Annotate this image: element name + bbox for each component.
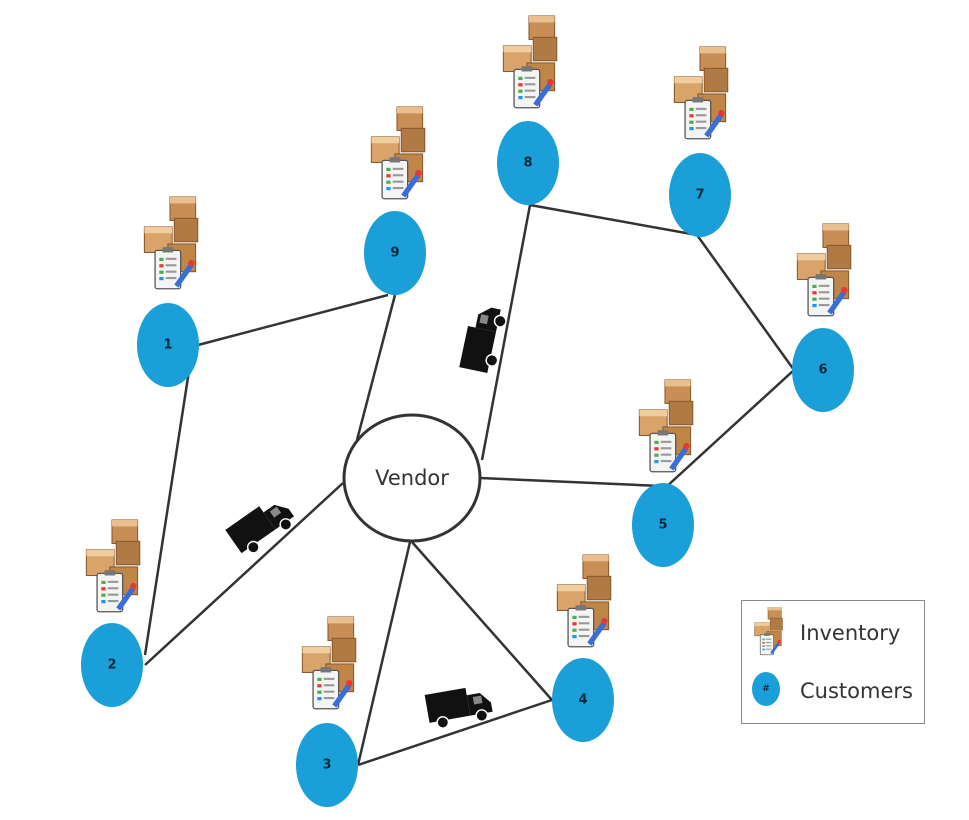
edge-2-vendor	[144, 482, 344, 666]
edge-vendor-4	[411, 541, 553, 701]
edge-1-2	[143, 344, 195, 656]
edge-7-6	[695, 234, 796, 371]
customer-label-1: 1	[163, 337, 173, 353]
legend-item-inventory: Inventory	[742, 607, 924, 657]
edge-8-7	[529, 203, 698, 237]
customer-node-2	[81, 623, 143, 707]
inventory-icon	[748, 607, 788, 657]
legend-customer-symbol: #	[762, 684, 770, 694]
customer-node-7	[669, 153, 731, 237]
customer-label-7: 7	[695, 187, 705, 203]
customer-node-8	[497, 121, 559, 205]
edge-vendor-3	[356, 541, 412, 766]
legend: Inventory # Customers	[741, 600, 925, 724]
edge-6-5	[664, 369, 795, 489]
legend-customers-label: Customers	[800, 679, 913, 703]
legend-item-customers: # Customers	[742, 665, 924, 715]
customer-label-3: 3	[322, 757, 332, 773]
edge-vendor-8	[480, 204, 532, 461]
edge-vendor-5	[479, 476, 661, 488]
customer-node-6	[792, 328, 854, 412]
customer-label-2: 2	[107, 657, 117, 673]
vendor-label: Vendor	[375, 466, 449, 490]
customer-label-5: 5	[658, 517, 668, 533]
edges	[143, 203, 796, 767]
customer-label-8: 8	[523, 155, 533, 171]
customer-node-3	[296, 723, 358, 807]
customer-node-5	[632, 483, 694, 567]
edge-1-9	[197, 293, 389, 347]
customer-node-1	[137, 303, 199, 387]
nodes	[81, 121, 854, 807]
customer-label-4: 4	[578, 692, 588, 708]
customer-node-4	[552, 658, 614, 742]
customer-node-9	[364, 211, 426, 295]
customer-label-9: 9	[390, 245, 400, 261]
customer-label-6: 6	[818, 362, 828, 378]
vendor-node	[342, 413, 482, 543]
edge-3-4	[357, 698, 553, 767]
edge-9-vendor	[355, 294, 397, 441]
legend-inventory-label: Inventory	[800, 621, 901, 645]
customer-circle-icon	[752, 672, 780, 706]
